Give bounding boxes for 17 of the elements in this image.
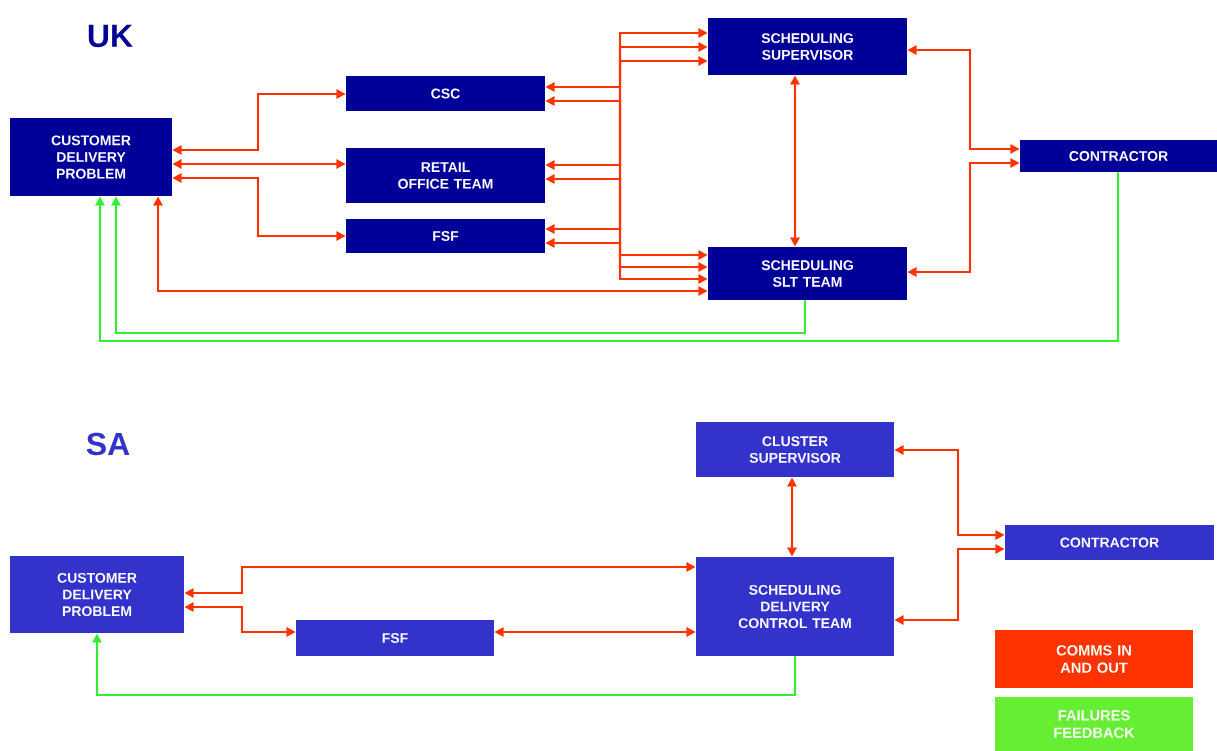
process-box: CONTRACTOR xyxy=(1005,525,1214,560)
process-box: FSF xyxy=(346,219,545,253)
process-box: CLUSTER SUPERVISOR xyxy=(696,422,894,477)
process-box: FSF xyxy=(296,620,494,656)
process-box: CONTRACTOR xyxy=(1020,140,1217,172)
process-box: SCHEDULING DELIVERY CONTROL TEAM xyxy=(696,557,894,656)
arrow xyxy=(95,172,1120,343)
section-heading: SA xyxy=(86,432,130,456)
process-box: CUSTOMER DELIVERY PROBLEM xyxy=(10,556,184,633)
section-heading: UK xyxy=(88,24,133,48)
process-box: CUSTOMER DELIVERY PROBLEM xyxy=(10,118,172,196)
process-box: CSC xyxy=(346,76,545,111)
legend-item: COMMS IN AND OUT xyxy=(995,630,1193,688)
process-box: RETAIL OFFICE TEAM xyxy=(346,148,545,203)
process-box: SCHEDULING SUPERVISOR xyxy=(708,18,907,75)
process-box: SCHEDULING SLT TEAM xyxy=(708,247,907,300)
legend-item: FAILURES FEEDBACK xyxy=(995,697,1193,751)
